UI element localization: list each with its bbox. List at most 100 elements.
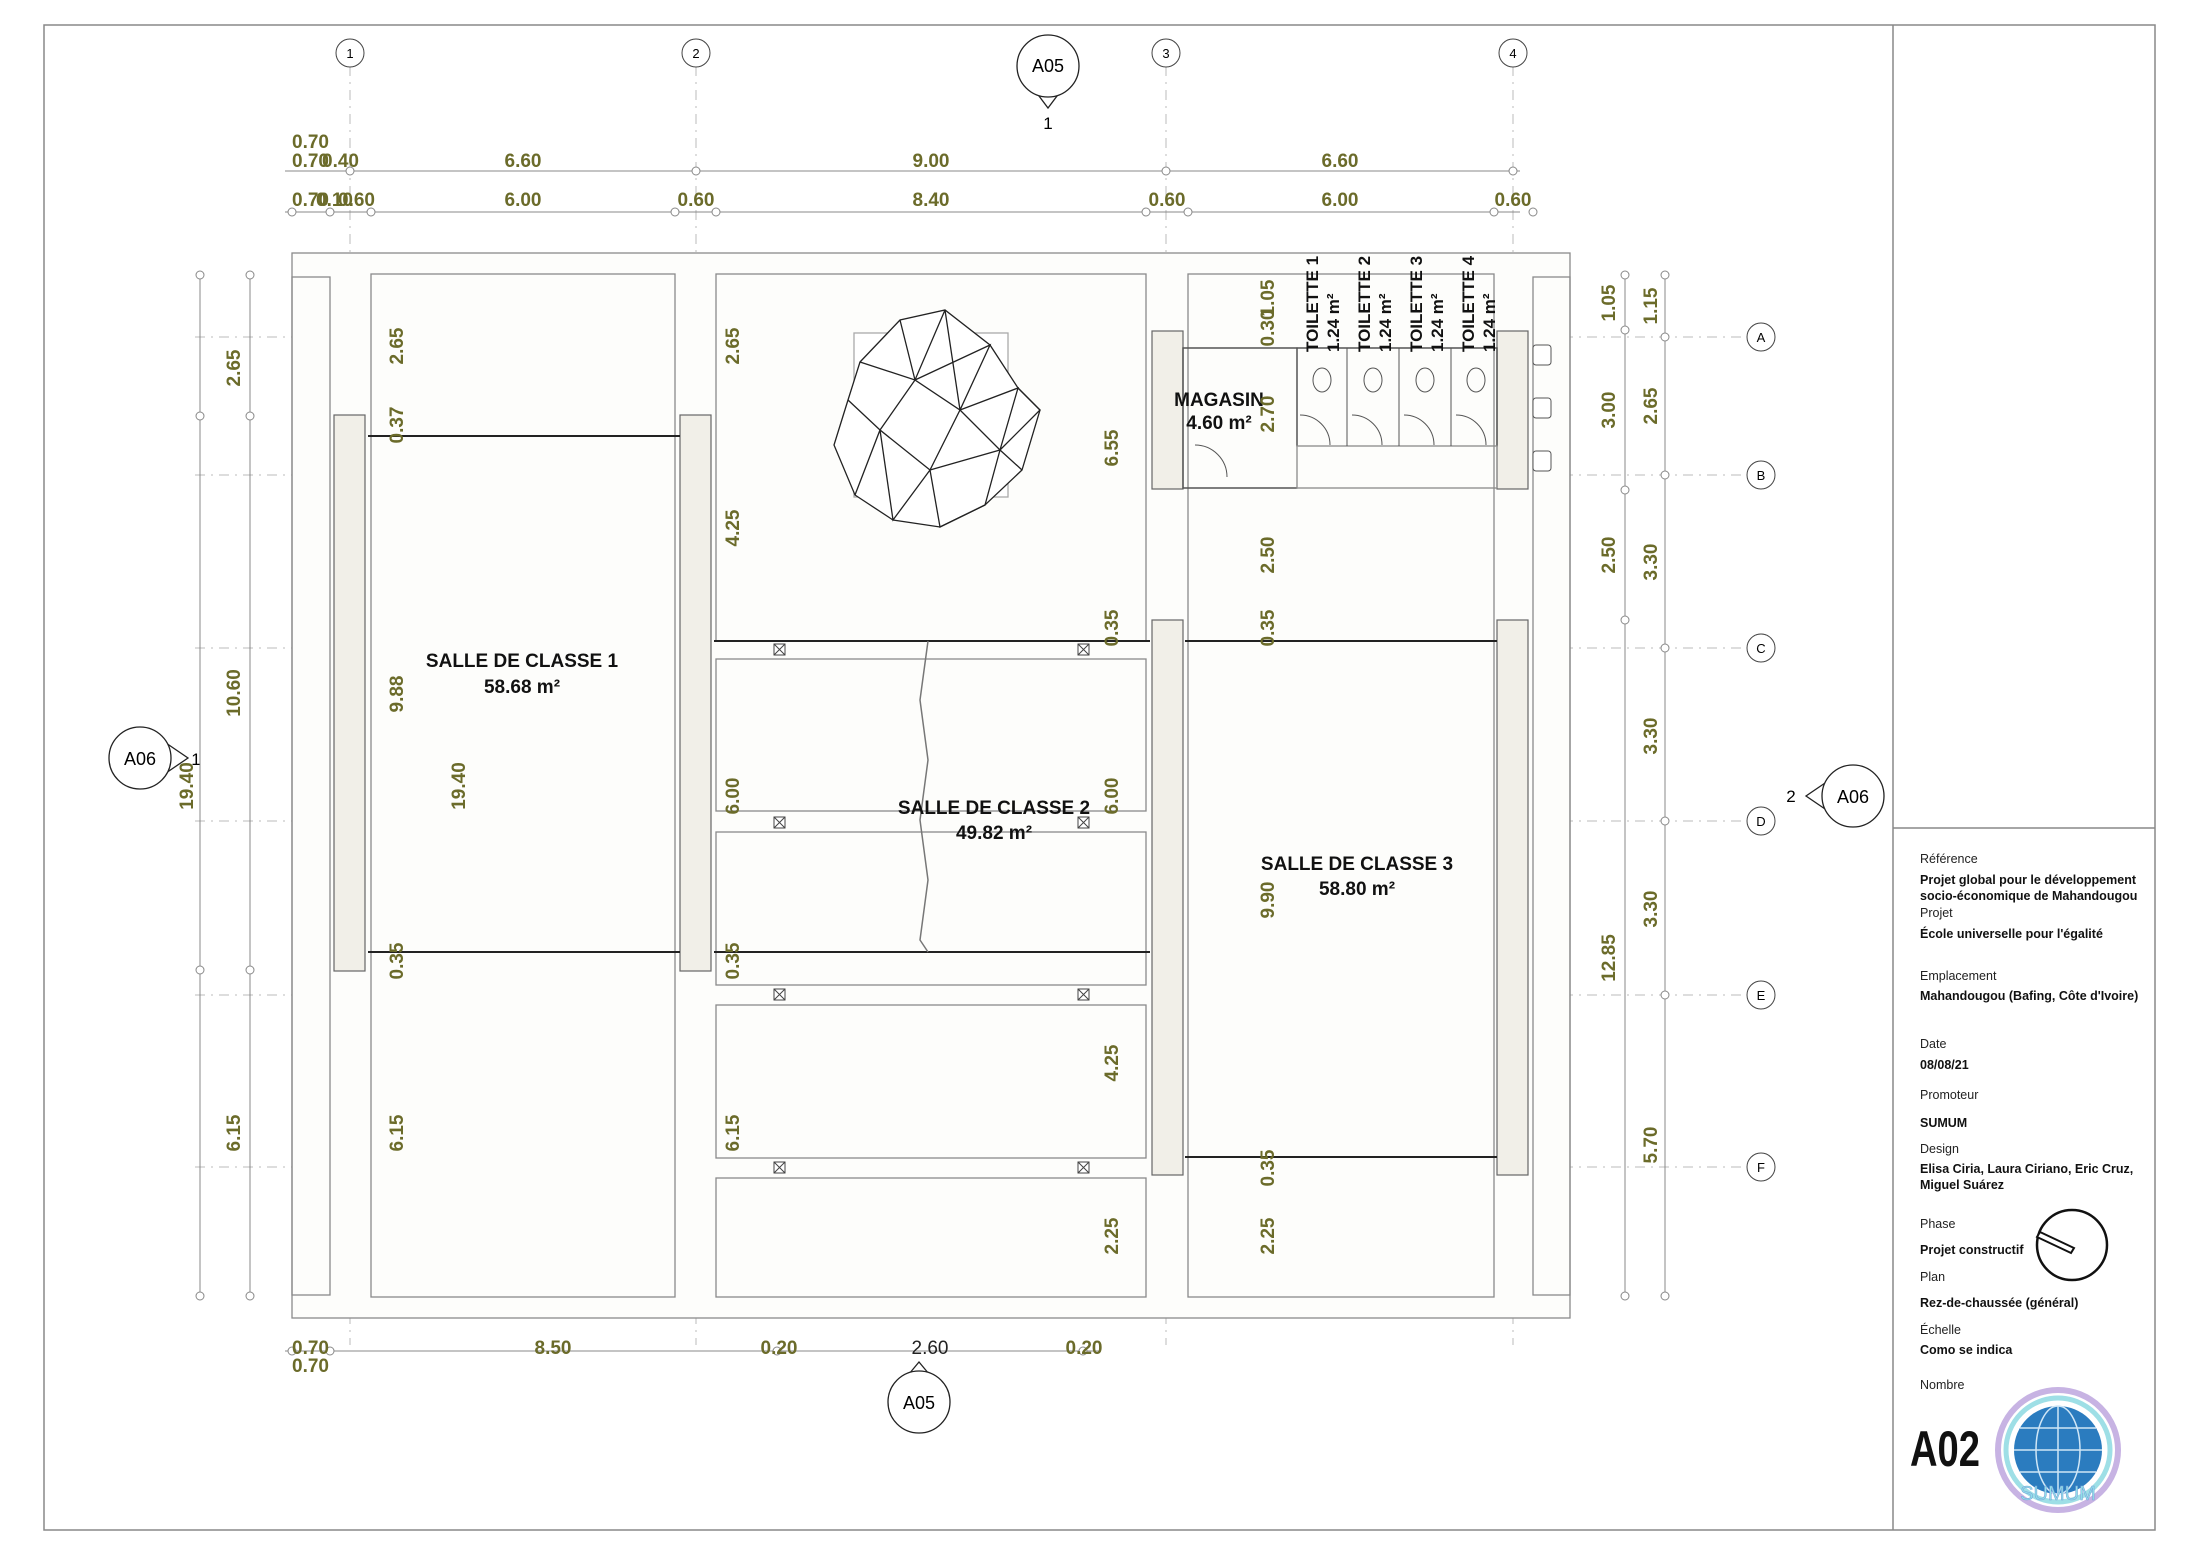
logo-text: SUMUM [2020, 1483, 2096, 1505]
svg-text:0.70: 0.70 [292, 190, 329, 211]
room-toilette1-area: 1.24 m² [1324, 293, 1343, 352]
svg-text:6.00: 6.00 [1102, 778, 1123, 815]
svg-text:8.50: 8.50 [535, 1338, 572, 1359]
left-dimensions: 2.65 10.60 6.15 19.40 [177, 349, 245, 1151]
svg-text:0.20: 0.20 [761, 1338, 798, 1359]
svg-text:A05: A05 [1032, 56, 1064, 76]
room-magasin-area: 4.60 m² [1186, 413, 1251, 434]
service-block [1182, 344, 1552, 489]
classe3-dimensions: 0.30 1.05 2.70 2.50 0.35 9.90 0.35 2.25 [1258, 279, 1279, 1254]
grid-col-2: 2 [692, 46, 699, 61]
svg-text:1.05: 1.05 [1599, 284, 1620, 321]
svg-text:2.65: 2.65 [1641, 387, 1662, 424]
grid-row-bubbles: A B C D E F [1746, 322, 1776, 1182]
svg-text:2.25: 2.25 [1102, 1217, 1123, 1254]
tb-echelle-value: Como se indica [1920, 1343, 2013, 1357]
tb-plan-value: Rez-de-chaussée (général) [1920, 1296, 2078, 1310]
svg-text:1: 1 [191, 750, 200, 769]
classe1-dimensions: 2.65 0.37 9.88 19.40 0.35 6.15 [387, 327, 470, 1151]
svg-text:0.35: 0.35 [1102, 609, 1123, 646]
svg-text:A06: A06 [124, 749, 156, 769]
svg-text:4.25: 4.25 [723, 509, 744, 546]
grid-column-bubbles: 1 2 3 4 [335, 38, 1528, 68]
tb-date-value: 08/08/21 [1920, 1058, 1969, 1072]
classe2-dimensions: 2.65 4.25 6.00 0.35 6.15 6.55 0.35 6.00 … [723, 327, 1123, 1254]
room-toilette2-area: 1.24 m² [1376, 293, 1395, 352]
svg-text:5.70: 5.70 [1641, 1127, 1662, 1164]
tb-nombre-label: Nombre [1920, 1378, 1965, 1392]
svg-text:6.55: 6.55 [1102, 429, 1123, 466]
svg-text:2.50: 2.50 [1258, 537, 1279, 574]
right-dimensions: 1.05 3.00 2.50 12.85 1.15 2.65 3.30 3.30… [1599, 284, 1662, 1163]
svg-text:19.40: 19.40 [177, 762, 198, 810]
room-toilette3-name: TOILETTE 3 [1407, 256, 1426, 352]
tree-symbol [833, 309, 1041, 528]
tb-emplacement-value: Mahandougou (Bafing, Côte d'Ivoire) [1920, 989, 2138, 1003]
beams [368, 435, 1497, 1158]
svg-text:1.15: 1.15 [1641, 287, 1662, 324]
room-classe3-name: SALLE DE CLASSE 3 [1261, 854, 1453, 875]
top-dimensions: 0.70 0.70 0.40 6.60 9.00 6.60 0.70 0.10 … [292, 132, 1531, 211]
grid-row-b: B [1757, 468, 1766, 483]
room-toilette1-name: TOILETTE 1 [1303, 256, 1322, 352]
tb-emplacement-label: Emplacement [1920, 969, 1997, 983]
room-labels: SALLE DE CLASSE 1 58.68 m² SALLE DE CLAS… [426, 255, 1499, 900]
tb-design-value-2: Miguel Suárez [1920, 1178, 2004, 1192]
svg-text:0.70: 0.70 [292, 1356, 329, 1377]
svg-text:1.05: 1.05 [1258, 279, 1279, 316]
svg-text:10.60: 10.60 [224, 669, 245, 717]
svg-text:0.35: 0.35 [1258, 609, 1279, 646]
svg-text:0.70: 0.70 [292, 151, 329, 172]
svg-text:12.85: 12.85 [1599, 934, 1620, 982]
svg-text:2.60: 2.60 [912, 1338, 949, 1359]
tb-date-label: Date [1920, 1037, 1946, 1051]
svg-text:0.35: 0.35 [387, 942, 408, 979]
svg-text:6.00: 6.00 [1322, 190, 1359, 211]
svg-text:6.15: 6.15 [387, 1114, 408, 1151]
svg-text:0.10: 0.10 [316, 190, 353, 211]
section-marker-bottom: A05 [887, 1360, 951, 1434]
tb-projet-value: École universelle pour l'égalité [1920, 926, 2103, 941]
section-marker-right: A06 2 [1786, 764, 1885, 828]
svg-text:0.70: 0.70 [292, 132, 329, 153]
svg-text:A06: A06 [1837, 787, 1869, 807]
tb-reference-label: Référence [1920, 852, 1978, 866]
svg-text:6.00: 6.00 [505, 190, 542, 211]
svg-text:2.70: 2.70 [1258, 396, 1279, 433]
room-toilette4-area: 1.24 m² [1480, 293, 1499, 352]
tb-promoteur-label: Promoteur [1920, 1088, 1978, 1102]
column-markers [773, 643, 1090, 1174]
svg-text:2: 2 [1786, 787, 1795, 806]
svg-text:3.00: 3.00 [1599, 392, 1620, 429]
svg-text:0.20: 0.20 [1066, 1338, 1103, 1359]
dimension-lines [199, 170, 1666, 1352]
tb-design-value-1: Elisa Ciria, Laura Ciriano, Eric Cruz, [1920, 1162, 2133, 1176]
svg-text:6.15: 6.15 [224, 1114, 245, 1151]
grid-row-d: D [1756, 814, 1765, 829]
room-toilette3-area: 1.24 m² [1428, 293, 1447, 352]
svg-text:2.25: 2.25 [1258, 1217, 1279, 1254]
grid-col-4: 4 [1509, 46, 1516, 61]
tb-design-label: Design [1920, 1142, 1959, 1156]
tb-phase-value: Projet constructif [1920, 1243, 2024, 1257]
grid-row-e: E [1757, 988, 1766, 1003]
svg-text:0.40: 0.40 [322, 151, 359, 172]
svg-text:0.60: 0.60 [678, 190, 715, 211]
svg-text:1: 1 [1043, 114, 1052, 133]
svg-text:8.40: 8.40 [913, 190, 950, 211]
svg-text:3.30: 3.30 [1641, 544, 1662, 581]
svg-text:2.65: 2.65 [224, 349, 245, 386]
title-block: Référence Projet global pour le développ… [1910, 852, 2138, 1477]
svg-text:2.65: 2.65 [387, 327, 408, 364]
svg-text:0.30: 0.30 [1258, 310, 1279, 347]
svg-text:0.60: 0.60 [338, 190, 375, 211]
room-classe2-area: 49.82 m² [956, 823, 1032, 844]
room-toilette4-name: TOILETTE 4 [1459, 255, 1478, 352]
svg-text:0.35: 0.35 [723, 942, 744, 979]
tb-phase-label: Phase [1920, 1217, 1955, 1231]
grid-row-f: F [1757, 1160, 1765, 1175]
svg-text:3.30: 3.30 [1641, 718, 1662, 755]
tb-reference-value-1: Projet global pour le développement [1920, 873, 2137, 887]
svg-text:9.88: 9.88 [387, 676, 408, 713]
